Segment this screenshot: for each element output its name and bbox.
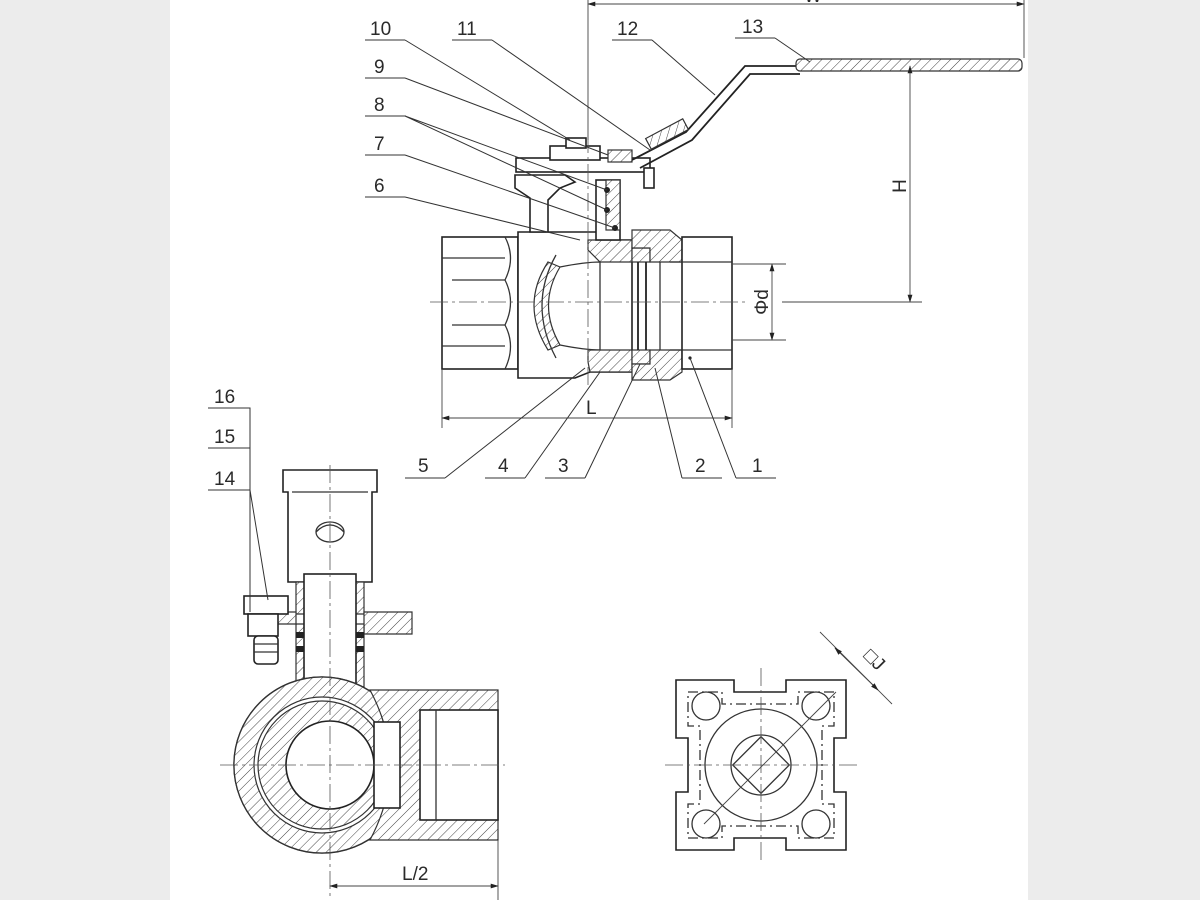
leader-10 <box>365 39 571 141</box>
part-label-12: 12 <box>617 19 638 40</box>
union-nut <box>631 229 683 263</box>
part-label-15: 15 <box>214 427 235 448</box>
part-label-8: 8 <box>374 95 385 116</box>
side-stop-flange <box>363 611 413 635</box>
stem-square <box>731 735 791 795</box>
side-section-view: L/2 16 15 14 <box>208 387 505 900</box>
leader-2 <box>654 367 722 479</box>
leader-11 <box>452 39 651 151</box>
dim-label-w: W <box>804 0 822 7</box>
part-label-6: 6 <box>374 176 385 197</box>
leader-16 <box>208 407 251 612</box>
dim-label-d: Φd <box>752 289 773 315</box>
part-label-13: 13 <box>742 17 763 38</box>
leader-7 <box>365 154 616 229</box>
j-dimension-line <box>834 647 879 691</box>
front-view: 10 11 12 13 9 8 7 6 5 4 3 2 1 L Φd H W <box>365 0 1025 479</box>
mounting-pad-view: □J <box>665 631 893 862</box>
dim-label-h: H <box>890 179 911 193</box>
part-label-2: 2 <box>695 456 706 477</box>
part-label-14: 14 <box>214 469 236 490</box>
part-label-3: 3 <box>558 456 569 477</box>
part-label-1: 1 <box>752 456 763 477</box>
leader-14 <box>208 489 269 601</box>
part-label-16: 16 <box>214 387 235 408</box>
leader-13 <box>735 37 811 63</box>
part-label-5: 5 <box>418 456 429 477</box>
leader-4 <box>485 371 601 479</box>
leader-12 <box>612 39 716 96</box>
part-label-10: 10 <box>370 19 391 40</box>
part-label-4: 4 <box>498 456 509 477</box>
part-label-7: 7 <box>374 134 385 155</box>
leader-8 <box>365 115 608 211</box>
leader-5 <box>405 367 586 479</box>
handle-grip <box>795 58 1023 72</box>
dim-label-half-l: L/2 <box>402 864 428 885</box>
dim-label-l: L <box>586 398 597 419</box>
leader-3 <box>545 363 641 479</box>
left-hex-end <box>441 236 519 370</box>
right-end <box>681 236 733 370</box>
leader-6 <box>365 196 581 241</box>
leader-1 <box>689 357 776 479</box>
leader-9 <box>365 77 609 156</box>
handle-lever <box>631 65 800 161</box>
lock-screw <box>243 595 289 615</box>
part-label-9: 9 <box>374 57 385 78</box>
part-label-11: 11 <box>457 19 477 40</box>
dim-label-j: □J <box>859 645 889 675</box>
